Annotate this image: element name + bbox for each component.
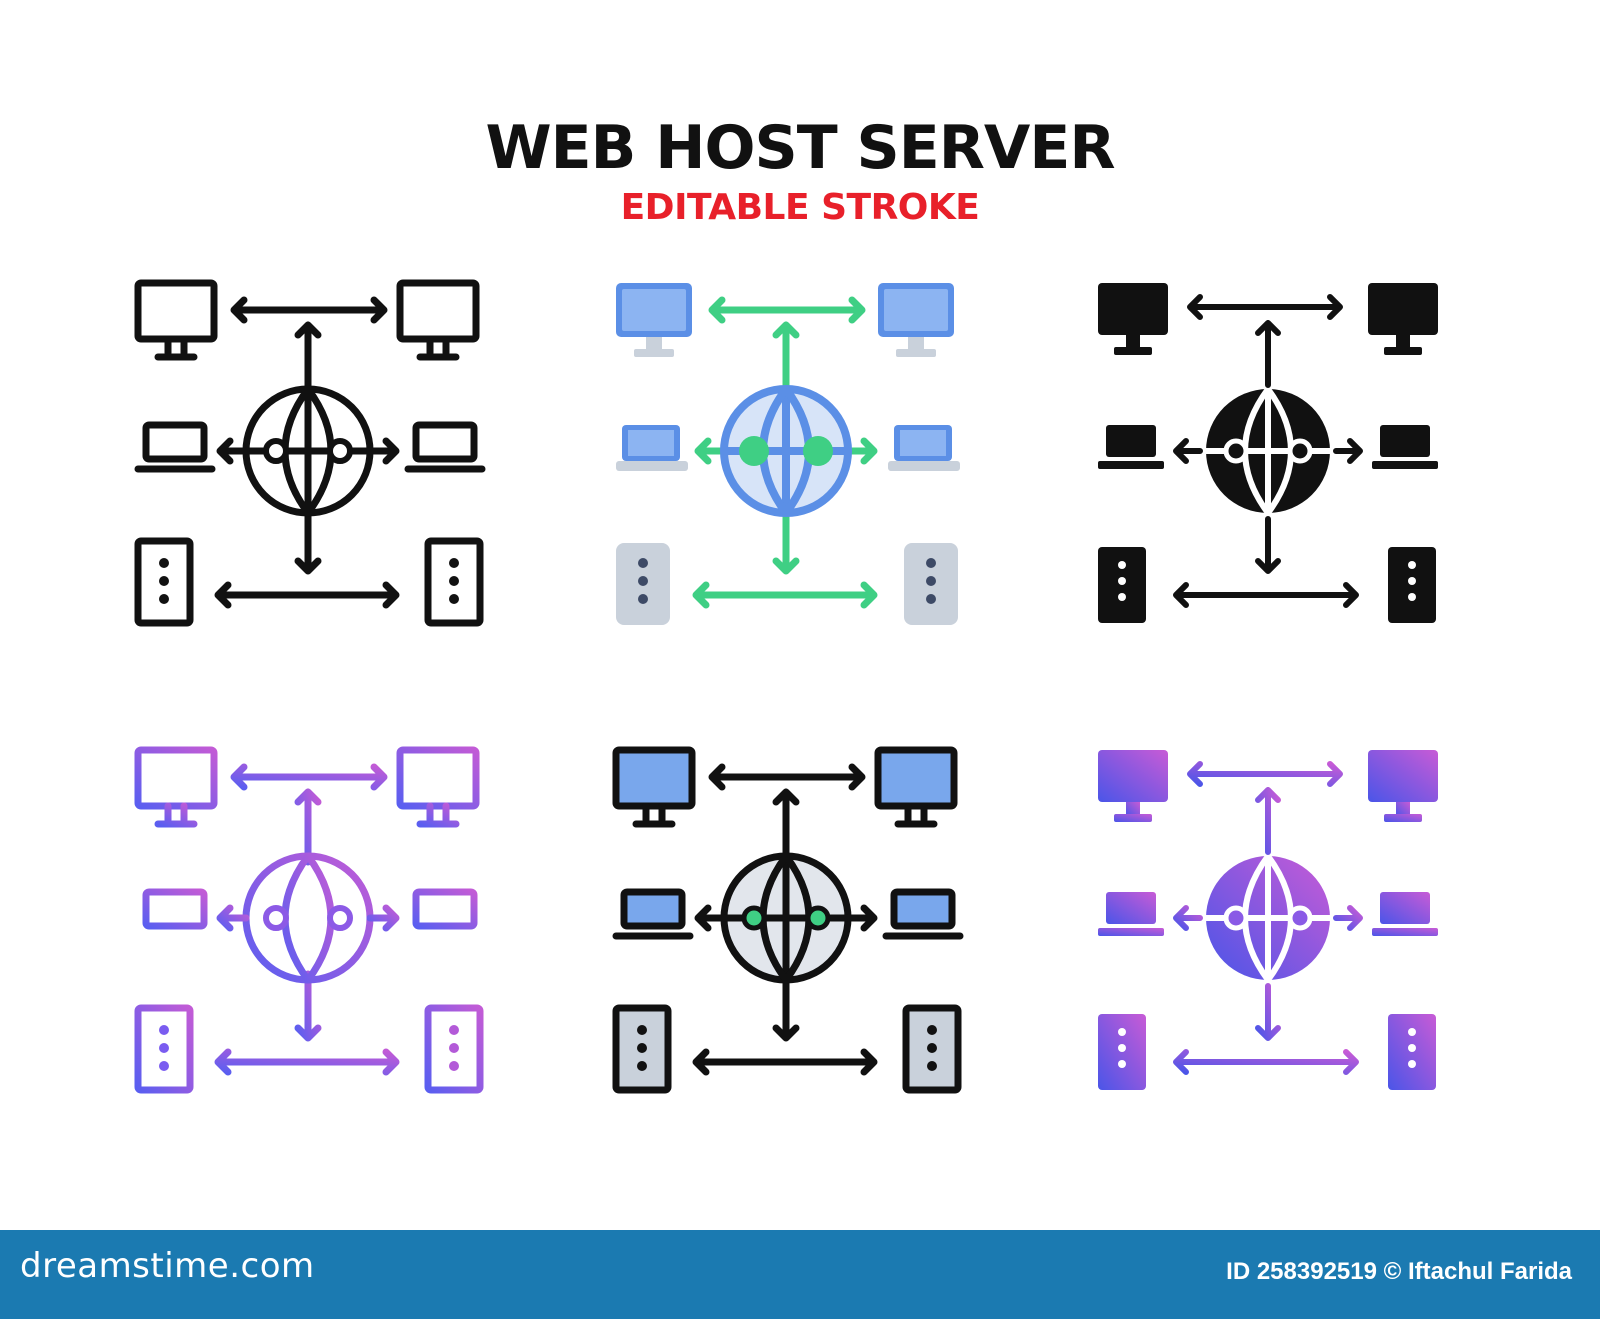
web-host-server-icon-outline xyxy=(130,275,490,635)
web-host-server-icon-solid xyxy=(1090,275,1450,635)
web-host-server-icon-gradient-outline xyxy=(130,742,490,1102)
web-host-server-icon-gradient-solid xyxy=(1090,742,1450,1102)
brand-logo: dreamstime.com xyxy=(20,1246,315,1286)
image-credit: ID 258392519 © Iftachul Farida xyxy=(1226,1258,1572,1285)
page-title: WEB HOST SERVER xyxy=(485,113,1115,183)
web-host-server-icon-flat xyxy=(608,275,968,635)
footer-bar: dreamstime.com ID 258392519 © Iftachul F… xyxy=(0,1230,1600,1319)
page-subtitle: EDITABLE STROKE xyxy=(620,187,980,228)
web-host-server-icon-filled-outline xyxy=(608,742,968,1102)
